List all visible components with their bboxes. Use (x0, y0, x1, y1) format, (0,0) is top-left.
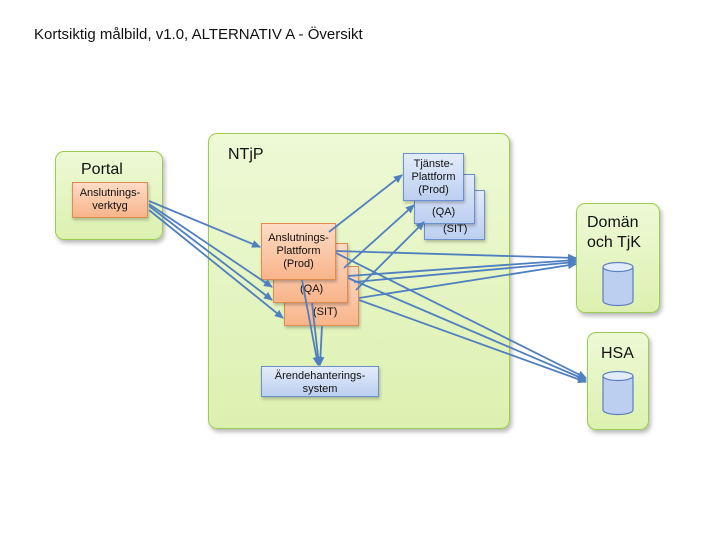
arrow-qa-tjanst (343, 204, 415, 269)
arrow-portal-qa-a (148, 203, 273, 288)
arrow-prod-tjanst (328, 174, 403, 233)
arrow-prod-arende (301, 279, 321, 366)
arrow-qa-arende (311, 302, 323, 366)
doman-label: Domän och TjK (587, 214, 641, 251)
tjansteplattform-prod-box: Tjänste- Plattform (Prod) (403, 153, 464, 201)
tjansteplattform-sit-label: (SIT) (443, 223, 468, 235)
arrow-sit-doman (358, 261, 577, 299)
arrow-qa-hsa (347, 277, 587, 381)
arrow-prod-hsa (335, 252, 587, 379)
tjansteplattform-prod-label: Tjänste- Plattform (Prod) (411, 158, 456, 196)
arendehantering-label: Ärendehanterings- system (274, 370, 366, 395)
hsa-group: HSA (587, 332, 649, 430)
arrow-prod-doman (335, 250, 577, 262)
doman-database-icon (602, 261, 634, 307)
portal-label: Portal (81, 161, 123, 178)
ntjp-label: NTjP (228, 146, 264, 163)
anslutningsplattform-qa-label: (QA) (300, 283, 324, 295)
tjansteplattform-qa-label: (QA) (432, 206, 456, 218)
arrow-qa-doman-a (347, 256, 577, 277)
arrow-portal-prod (148, 200, 261, 248)
anslutningsverktyg-label: Anslutnings- verktyg (79, 187, 141, 212)
anslutningsverktyg-box: Anslutnings- verktyg (72, 182, 148, 218)
doman-group: Domän och TjK (576, 203, 660, 313)
anslutningsplattform-prod-box: Anslutnings- Plattform (Prod) (261, 223, 336, 280)
arrow-portal-qa-b (148, 205, 273, 301)
hsa-database-icon (602, 370, 634, 416)
arendehantering-box: Ärendehanterings- system (261, 366, 379, 397)
arrow-qa-doman-b (353, 258, 577, 283)
anslutningsplattform-prod-label: Anslutnings- Plattform (Prod) (268, 232, 329, 270)
arrow-sit-tjanst (355, 221, 425, 291)
page-title: Kortsiktig målbild, v1.0, ALTERNATIV A -… (34, 26, 363, 43)
anslutningsplattform-sit-label: (SIT) (313, 306, 338, 318)
arrow-portal-sit (148, 209, 284, 319)
arrow-sit-hsa (358, 299, 587, 384)
arrow-sit-arende (316, 325, 325, 366)
hsa-label: HSA (601, 345, 634, 362)
